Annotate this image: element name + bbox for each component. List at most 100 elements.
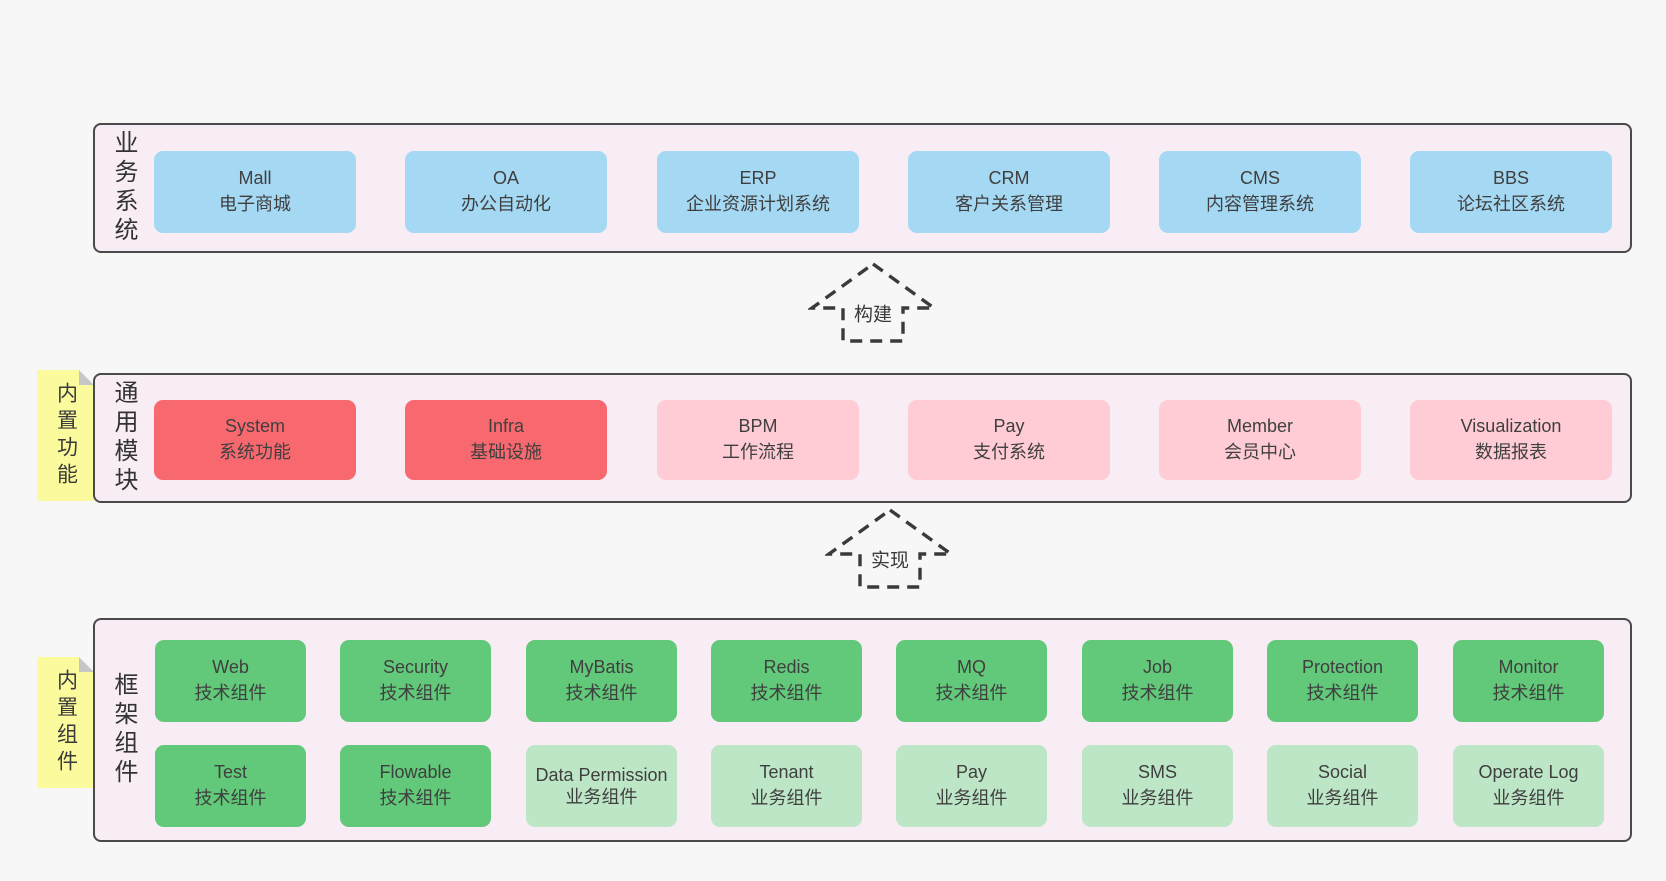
box-pay-biz: Pay 业务组件 bbox=[896, 745, 1047, 827]
box-mq: MQ 技术组件 bbox=[896, 640, 1047, 722]
box-monitor: Monitor 技术组件 bbox=[1453, 640, 1604, 722]
box-title: Test bbox=[213, 762, 247, 783]
box-title: Protection bbox=[1301, 657, 1384, 678]
box-subtitle: 技术组件 bbox=[750, 683, 823, 703]
box-flowable: Flowable 技术组件 bbox=[340, 745, 491, 827]
box-subtitle: 业务组件 bbox=[565, 787, 638, 807]
box-subtitle: 技术组件 bbox=[1306, 683, 1379, 703]
arrow-label: 构建 bbox=[849, 298, 897, 328]
box-social: Social 业务组件 bbox=[1267, 745, 1418, 827]
box-subtitle: 业务组件 bbox=[750, 788, 823, 808]
box-subtitle: 工作流程 bbox=[722, 442, 794, 462]
box-crm: CRM 客户关系管理 bbox=[908, 151, 1110, 233]
box-subtitle: 技术组件 bbox=[1121, 683, 1194, 703]
box-title: CMS bbox=[1240, 168, 1280, 189]
box-title: Infra bbox=[487, 416, 525, 437]
box-title: Operate Log bbox=[1478, 762, 1579, 783]
box-infra: Infra 基础设施 bbox=[405, 400, 607, 480]
sticky-note-builtin-features: 内置功能 bbox=[37, 370, 94, 501]
box-title: Pay bbox=[993, 416, 1025, 437]
box-subtitle: 客户关系管理 bbox=[955, 194, 1063, 214]
box-subtitle: 业务组件 bbox=[1492, 788, 1565, 808]
box-security: Security 技术组件 bbox=[340, 640, 491, 722]
box-title: Monitor bbox=[1498, 657, 1559, 678]
box-subtitle: 技术组件 bbox=[379, 683, 452, 703]
box-test: Test 技术组件 bbox=[155, 745, 306, 827]
box-tenant: Tenant 业务组件 bbox=[711, 745, 862, 827]
box-subtitle: 会员中心 bbox=[1224, 442, 1296, 462]
box-subtitle: 业务组件 bbox=[1121, 788, 1194, 808]
box-title: Job bbox=[1142, 657, 1173, 678]
sticky-note-label: 内置组件 bbox=[54, 668, 78, 777]
box-web: Web 技术组件 bbox=[155, 640, 306, 722]
box-subtitle: 技术组件 bbox=[935, 683, 1008, 703]
box-title: Security bbox=[382, 657, 449, 678]
arrow-build: 构建 bbox=[808, 259, 938, 345]
dashed-up-arrow-icon bbox=[808, 261, 938, 343]
box-subtitle: 技术组件 bbox=[1492, 683, 1565, 703]
box-subtitle: 企业资源计划系统 bbox=[686, 194, 830, 214]
box-member: Member 会员中心 bbox=[1159, 400, 1361, 480]
box-oa: OA 办公自动化 bbox=[405, 151, 607, 233]
box-subtitle: 数据报表 bbox=[1475, 442, 1547, 462]
sticky-note-builtin-components: 内置组件 bbox=[37, 657, 94, 788]
box-subtitle: 业务组件 bbox=[1306, 788, 1379, 808]
box-pay: Pay 支付系统 bbox=[908, 400, 1110, 480]
box-subtitle: 技术组件 bbox=[194, 788, 267, 808]
box-subtitle: 业务组件 bbox=[935, 788, 1008, 808]
box-title: Member bbox=[1226, 416, 1293, 437]
box-title: BPM bbox=[738, 416, 778, 437]
box-operate-log: Operate Log 业务组件 bbox=[1453, 745, 1604, 827]
box-subtitle: 电子商城 bbox=[219, 194, 291, 214]
box-title: Pay bbox=[955, 762, 988, 783]
panel-label: 通用模块 bbox=[110, 380, 137, 496]
box-title: Redis bbox=[763, 657, 810, 678]
box-subtitle: 技术组件 bbox=[379, 788, 452, 808]
note-fold-icon bbox=[79, 657, 94, 672]
box-title: Data Permission bbox=[535, 764, 668, 785]
box-subtitle: 论坛社区系统 bbox=[1457, 194, 1565, 214]
box-subtitle: 基础设施 bbox=[470, 442, 542, 462]
box-erp: ERP 企业资源计划系统 bbox=[657, 151, 859, 233]
box-title: Tenant bbox=[759, 762, 814, 783]
panel-label: 业务系统 bbox=[110, 130, 137, 246]
box-visualization: Visualization 数据报表 bbox=[1410, 400, 1612, 480]
box-title: System bbox=[224, 416, 285, 437]
panel-business-systems: 业务系统 Mall 电子商城 OA 办公自动化 ERP 企业资源计划系统 CRM… bbox=[93, 123, 1632, 253]
box-job: Job 技术组件 bbox=[1082, 640, 1233, 722]
box-bpm: BPM 工作流程 bbox=[657, 400, 859, 480]
arrow-implement: 实现 bbox=[825, 505, 955, 591]
box-sms: SMS 业务组件 bbox=[1082, 745, 1233, 827]
box-system: System 系统功能 bbox=[154, 400, 356, 480]
box-title: Flowable bbox=[379, 762, 452, 783]
box-mybatis: MyBatis 技术组件 bbox=[526, 640, 677, 722]
box-title: Social bbox=[1317, 762, 1368, 783]
box-subtitle: 内容管理系统 bbox=[1206, 194, 1314, 214]
box-title: SMS bbox=[1137, 762, 1177, 783]
arrow-label: 实现 bbox=[866, 544, 914, 574]
panel-label: 框架组件 bbox=[110, 672, 137, 788]
box-title: Visualization bbox=[1460, 416, 1562, 437]
sticky-note-label: 内置功能 bbox=[54, 381, 78, 490]
box-title: MQ bbox=[957, 657, 986, 678]
box-redis: Redis 技术组件 bbox=[711, 640, 862, 722]
box-subtitle: 技术组件 bbox=[565, 683, 638, 703]
box-bbs: BBS 论坛社区系统 bbox=[1410, 151, 1612, 233]
panel-common-modules: 通用模块 System 系统功能 Infra 基础设施 BPM 工作流程 Pay… bbox=[93, 373, 1632, 503]
box-title: Web bbox=[212, 657, 249, 678]
box-title: ERP bbox=[739, 168, 777, 189]
box-title: OA bbox=[492, 168, 519, 189]
panel-framework-components: 框架组件 Web 技术组件 Security 技术组件 MyBatis 技术组件… bbox=[93, 618, 1632, 842]
box-title: MyBatis bbox=[569, 657, 634, 678]
box-cms: CMS 内容管理系统 bbox=[1159, 151, 1361, 233]
box-title: BBS bbox=[1492, 168, 1530, 189]
box-subtitle: 技术组件 bbox=[194, 683, 267, 703]
box-data-permission: Data Permission 业务组件 bbox=[526, 745, 677, 827]
box-subtitle: 系统功能 bbox=[219, 442, 291, 462]
box-title: Mall bbox=[238, 168, 272, 189]
box-subtitle: 支付系统 bbox=[973, 442, 1045, 462]
note-fold-icon bbox=[79, 370, 94, 385]
box-protection: Protection 技术组件 bbox=[1267, 640, 1418, 722]
box-mall: Mall 电子商城 bbox=[154, 151, 356, 233]
box-subtitle: 办公自动化 bbox=[461, 194, 551, 214]
